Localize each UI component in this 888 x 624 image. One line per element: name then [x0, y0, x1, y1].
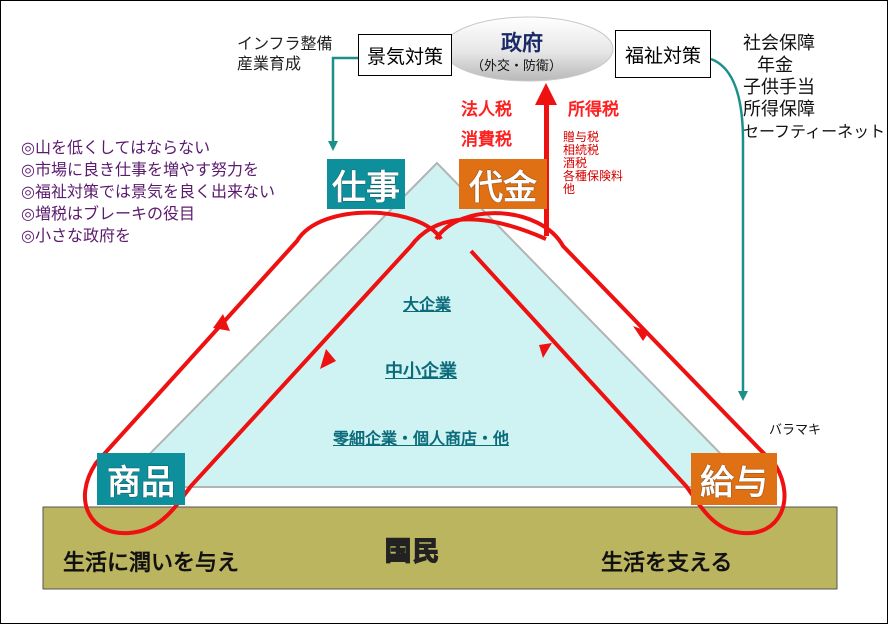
- policy-notes: ◎山を低くしてはならない ◎市場に良き仕事を増やす努力を ◎福祉対策では景気を良…: [21, 137, 275, 247]
- company-small: 零細企業・個人商店・他: [333, 429, 510, 448]
- other-taxes: 贈与税 相続税 酒税 各種保険料 他: [563, 131, 623, 196]
- welfare-item-4: 所得保障: [743, 99, 815, 120]
- flow-arrowhead-4: [539, 343, 552, 358]
- welfare-item-1: 社会保障: [743, 33, 815, 54]
- welfare-item-3: 子供手当: [743, 77, 815, 98]
- label-goods: 商品: [97, 453, 185, 505]
- base-title: 国民: [384, 536, 442, 568]
- economy-policy-box: 景気対策: [358, 34, 452, 76]
- welfare-item-2: 年金: [757, 55, 793, 76]
- government-title: 政府: [501, 31, 543, 55]
- note-3: ◎福祉対策では景気を良く出来ない: [21, 182, 275, 201]
- base-left-text: 生活に潤いを与え: [63, 551, 240, 576]
- economy-arrow: [328, 56, 358, 151]
- base-band: [42, 506, 838, 590]
- flow-arrowhead-3: [633, 326, 649, 341]
- note-4: ◎増税はブレーキの役目: [21, 204, 195, 223]
- company-large: 大企業: [403, 295, 452, 314]
- baramaki-label: バラマキ: [769, 423, 822, 438]
- company-medium: 中小企業: [385, 361, 457, 382]
- label-payment: 代金: [459, 159, 547, 209]
- tax-corporate: 法人税: [461, 100, 512, 120]
- tax-income: 所得税: [568, 100, 619, 120]
- flow-arrowhead-1: [213, 314, 230, 331]
- label-work: 仕事: [327, 159, 405, 209]
- infra-line-1: インフラ整備: [237, 34, 333, 53]
- infrastructure-text: インフラ整備 産業育成: [237, 34, 333, 74]
- welfare-list: 社会保障 年金 子供手当 所得保障 セーフティーネット: [743, 33, 885, 143]
- tax-consumption: 消費税: [461, 130, 512, 150]
- welfare-policy-box: 福祉対策: [615, 30, 711, 78]
- pyramid-triangle: [114, 161, 756, 488]
- other-tax-5: 他: [563, 182, 576, 196]
- note-5: ◎小さな政府を: [21, 226, 131, 245]
- other-tax-3: 酒税: [563, 156, 588, 170]
- note-1: ◎山を低くしてはならない: [21, 138, 211, 157]
- welfare-arrow: [710, 57, 748, 401]
- right-flow-loop: [434, 211, 787, 536]
- other-tax-4: 各種保険料: [563, 169, 624, 183]
- infra-line-2: 産業育成: [237, 54, 302, 73]
- other-tax-2: 相続税: [563, 143, 600, 157]
- label-salary: 給与: [691, 453, 777, 505]
- left-flow-loop: [83, 210, 547, 536]
- government-subtitle: （外交・防衛）: [471, 59, 563, 74]
- welfare-item-5: セーフティーネット: [743, 122, 886, 141]
- flow-arrowhead-2: [320, 349, 336, 369]
- base-right-text: 生活を支える: [601, 551, 733, 576]
- other-tax-1: 贈与税: [563, 130, 600, 144]
- note-2: ◎市場に良き仕事を増やす努力を: [21, 160, 259, 179]
- tax-arrow-head: [535, 83, 557, 105]
